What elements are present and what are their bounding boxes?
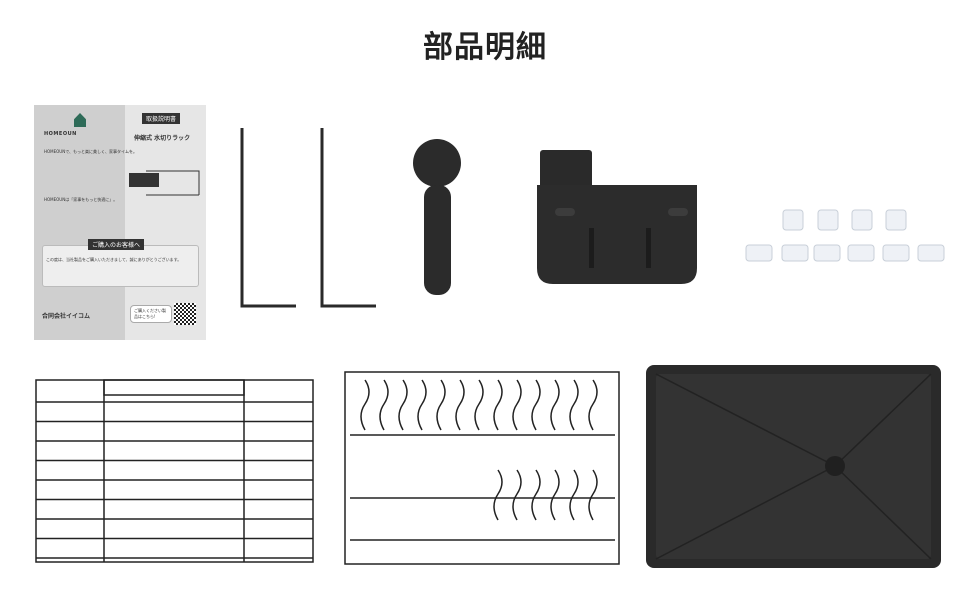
dish-rack	[344, 371, 620, 565]
company-name: 合同会社イイコム	[42, 313, 91, 320]
cutlery-holder	[537, 150, 697, 284]
handle	[413, 139, 461, 295]
drip-tray	[646, 365, 941, 568]
wire	[436, 379, 446, 431]
wire	[569, 379, 579, 431]
rack-illustration	[129, 170, 200, 196]
wire	[550, 379, 560, 431]
notice-body: この度は、当社製品をご購入いただきまして、誠にありがとうございます。	[46, 257, 182, 262]
wire	[493, 469, 503, 521]
page-title: 部品明細	[423, 30, 547, 65]
product-name: 伸縮式 水切りラック	[134, 135, 191, 142]
tagline: HOMEOUNで、もっと楽に美しく、家事タイムを。	[44, 149, 137, 154]
wire	[550, 469, 560, 521]
wire	[512, 469, 522, 521]
intro-text: HOMEOUNは「家事をもっと快適に」。	[44, 197, 118, 202]
wire	[398, 379, 408, 431]
wire	[474, 379, 484, 431]
wire	[360, 379, 370, 431]
home-logo-icon	[74, 113, 86, 127]
hex-key	[240, 128, 376, 308]
wire	[588, 379, 598, 431]
instruction-manual: HOMEOUN HOMEOUNで、もっと楽に美しく、家事タイムを。 取扱説明書 …	[34, 105, 206, 340]
wire	[417, 379, 427, 431]
wire	[512, 379, 522, 431]
brand-logo: HOMEOUN	[44, 131, 77, 137]
qr-note: ご購入ください製品はこちら!	[130, 305, 172, 323]
wire	[493, 379, 503, 431]
wire	[455, 379, 465, 431]
wire	[569, 469, 579, 521]
flat-rack	[35, 379, 314, 563]
doc-type-badge: 取扱説明書	[142, 113, 181, 124]
notice-heading: ご購入のお客様へ	[88, 239, 145, 250]
wire	[531, 469, 541, 521]
qr-code	[174, 303, 196, 325]
wire	[379, 379, 389, 431]
clips	[745, 209, 945, 262]
wire	[588, 469, 598, 521]
wire	[531, 379, 541, 431]
